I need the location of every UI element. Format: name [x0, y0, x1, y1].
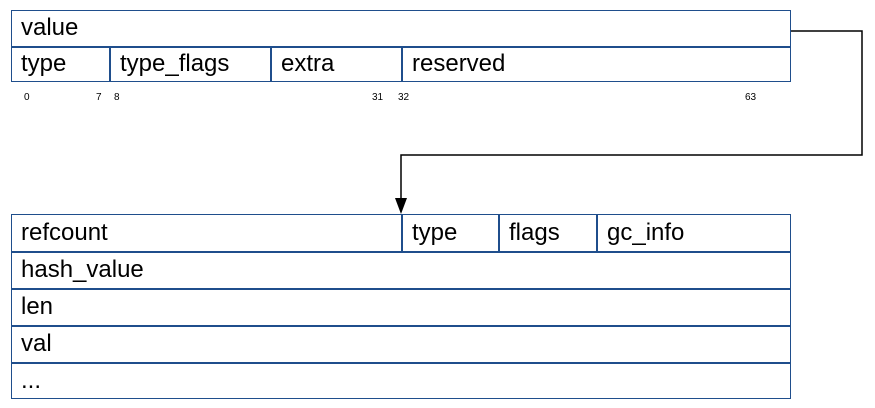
field-refcount: refcount	[21, 218, 108, 246]
field-hash-value: hash_value	[21, 256, 144, 283]
divider-type-flags	[270, 46, 272, 82]
bit-label-31: 31	[372, 92, 384, 103]
connector-arrowhead	[395, 198, 407, 214]
value-title: value	[21, 14, 79, 41]
divider-type	[109, 46, 111, 82]
field-val: val	[21, 330, 52, 357]
field-len: len	[21, 293, 54, 320]
row-divider-1	[11, 251, 791, 253]
field-extra: extra	[281, 50, 335, 77]
row-divider-4	[11, 362, 791, 364]
field-ellipsis: ...	[21, 367, 42, 394]
divider-extra	[401, 46, 403, 82]
field-flags: flags	[509, 218, 560, 246]
field-type: type	[21, 50, 67, 77]
row-divider-2	[11, 288, 791, 290]
bit-label-8: 8	[114, 92, 120, 103]
field-type-flags: type_flags	[120, 50, 230, 77]
field-reserved: reserved	[412, 50, 506, 77]
row-divider-3	[11, 325, 791, 327]
connector-line	[400, 30, 863, 198]
field-gc-info: gc_info	[607, 218, 685, 246]
bit-label-7: 7	[96, 92, 102, 103]
divider-refcount	[401, 214, 403, 251]
bit-label-0: 0	[24, 92, 30, 103]
field-gc-type: type	[412, 218, 458, 246]
bit-label-63: 63	[745, 92, 757, 103]
divider-gc-type	[498, 214, 500, 251]
divider-flags	[596, 214, 598, 251]
bit-label-32: 32	[398, 92, 410, 103]
